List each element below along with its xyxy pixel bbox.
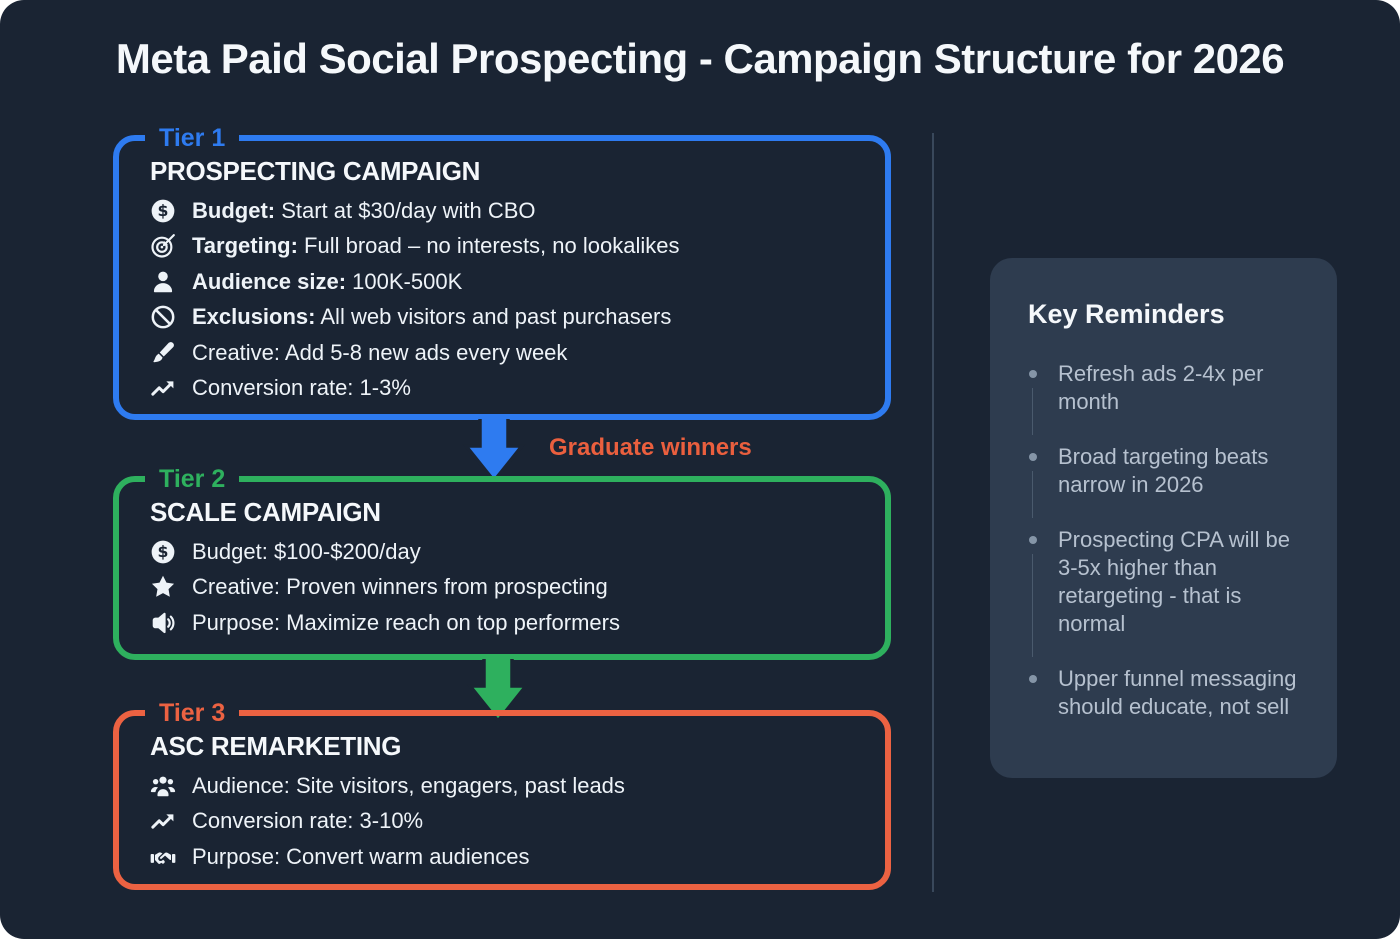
tier-item: Conversion rate: 1-3% [150,371,885,407]
tier-item: Purpose: Maximize reach on top performer… [150,605,885,641]
tier-item-text: Creative: Add 5-8 new ads every week [192,339,568,365]
divider [932,133,934,892]
handshake-icon [150,844,176,870]
tier-item-text: Conversion rate: 3-10% [192,808,424,834]
dollar-circle-icon: $ [150,198,176,224]
tier-item-text: Purpose: Convert warm audiences [192,843,530,869]
tier-item: Audience: Site visitors, engagers, past … [150,768,885,804]
tier-item-text: Purpose: Maximize reach on top performer… [192,609,620,635]
tier-item-text: Exclusions: All web visitors and past pu… [192,304,672,330]
reminder-item: Broad targeting beats narrow in 2026 [1028,443,1307,518]
tier-item: $ Budget: Start at $30/day with CBO [150,193,885,229]
flow-arrow-down-icon [462,419,526,483]
tier-item-text: Budget: Start at $30/day with CBO [192,197,536,223]
svg-text:$: $ [158,201,169,220]
target-icon [150,233,176,259]
tier-item: Purpose: Convert warm audiences [150,839,885,875]
trending-up-icon [150,808,176,834]
reminder-text: Refresh ads 2-4x per month [1058,361,1264,414]
bullet-dot-icon [1029,453,1037,461]
flow-arrow-down-icon [466,659,530,723]
tier-2-heading: SCALE CAMPAIGN [150,497,381,527]
tier-item-text: Audience: Site visitors, engagers, past … [192,772,625,798]
tier-1-items: $ Budget: Start at $30/day with CBO Target… [150,193,885,406]
tier-item: Creative: Add 5-8 new ads every week [150,335,885,371]
tier-box-scale: Tier 2 SCALE CAMPAIGN $ Budget: $100-$200… [113,462,891,660]
dollar-circle-icon: $ [150,539,176,565]
bullet-dot-icon [1029,536,1037,544]
tier-item-text: Targeting: Full broad – no interests, no… [192,233,680,259]
tier-item: $ Budget: $100-$200/day [150,534,885,570]
reminder-item: Prospecting CPA will be 3-5x higher than… [1028,526,1307,657]
person-icon [150,269,176,295]
bullet-dot-icon [1029,675,1037,683]
svg-text:$: $ [158,542,169,561]
megaphone-icon [150,610,176,636]
paintbrush-icon [150,340,176,366]
tier-item: Targeting: Full broad – no interests, no… [150,229,885,265]
star-icon [150,574,176,600]
tier-3-items: Audience: Site visitors, engagers, past … [150,768,885,875]
tier-item: Audience size: 100K-500K [150,264,885,300]
key-reminders-title: Key Reminders [1028,299,1225,329]
reminder-text: Prospecting CPA will be 3-5x higher than… [1058,527,1290,636]
tier-item-text: Budget: $100-$200/day [192,538,421,564]
key-reminders-panel: Key Reminders Refresh ads 2-4x per month… [990,258,1337,778]
tier-3-label: Tier 3 [145,696,240,730]
tier-2-label: Tier 2 [145,462,240,496]
tier-item: Exclusions: All web visitors and past pu… [150,300,885,336]
tier-1-heading: PROSPECTING CAMPAIGN [150,156,481,186]
bullet-dot-icon [1029,370,1037,378]
reminder-item: Refresh ads 2-4x per month [1028,360,1307,435]
reminder-text: Broad targeting beats narrow in 2026 [1058,444,1269,497]
tier-item-text: Audience size: 100K-500K [192,268,463,294]
tier-1-label: Tier 1 [145,121,240,155]
tier-item-text: Conversion rate: 1-3% [192,375,411,401]
tier-item-text: Creative: Proven winners from prospectin… [192,574,608,600]
graduate-winners-label: Graduate winners [549,434,752,461]
ban-icon [150,304,176,330]
tier-box-prospecting: Tier 1 PROSPECTING CAMPAIGN $ Budget: Sta… [113,121,891,420]
trending-up-icon [150,375,176,401]
tier-item: Creative: Proven winners from prospectin… [150,570,885,606]
tier-3-heading: ASC REMARKETING [150,731,402,761]
reminder-text: Upper funnel messaging should educate, n… [1058,666,1297,719]
tier-box-remarketing: Tier 3 ASC REMARKETING Audience: Site vi… [113,696,891,890]
reminder-item: Upper funnel messaging should educate, n… [1028,665,1307,721]
tier-item: Conversion rate: 3-10% [150,804,885,840]
people-group-icon [150,773,176,799]
page-title: Meta Paid Social Prospecting - Campaign … [115,35,1285,82]
